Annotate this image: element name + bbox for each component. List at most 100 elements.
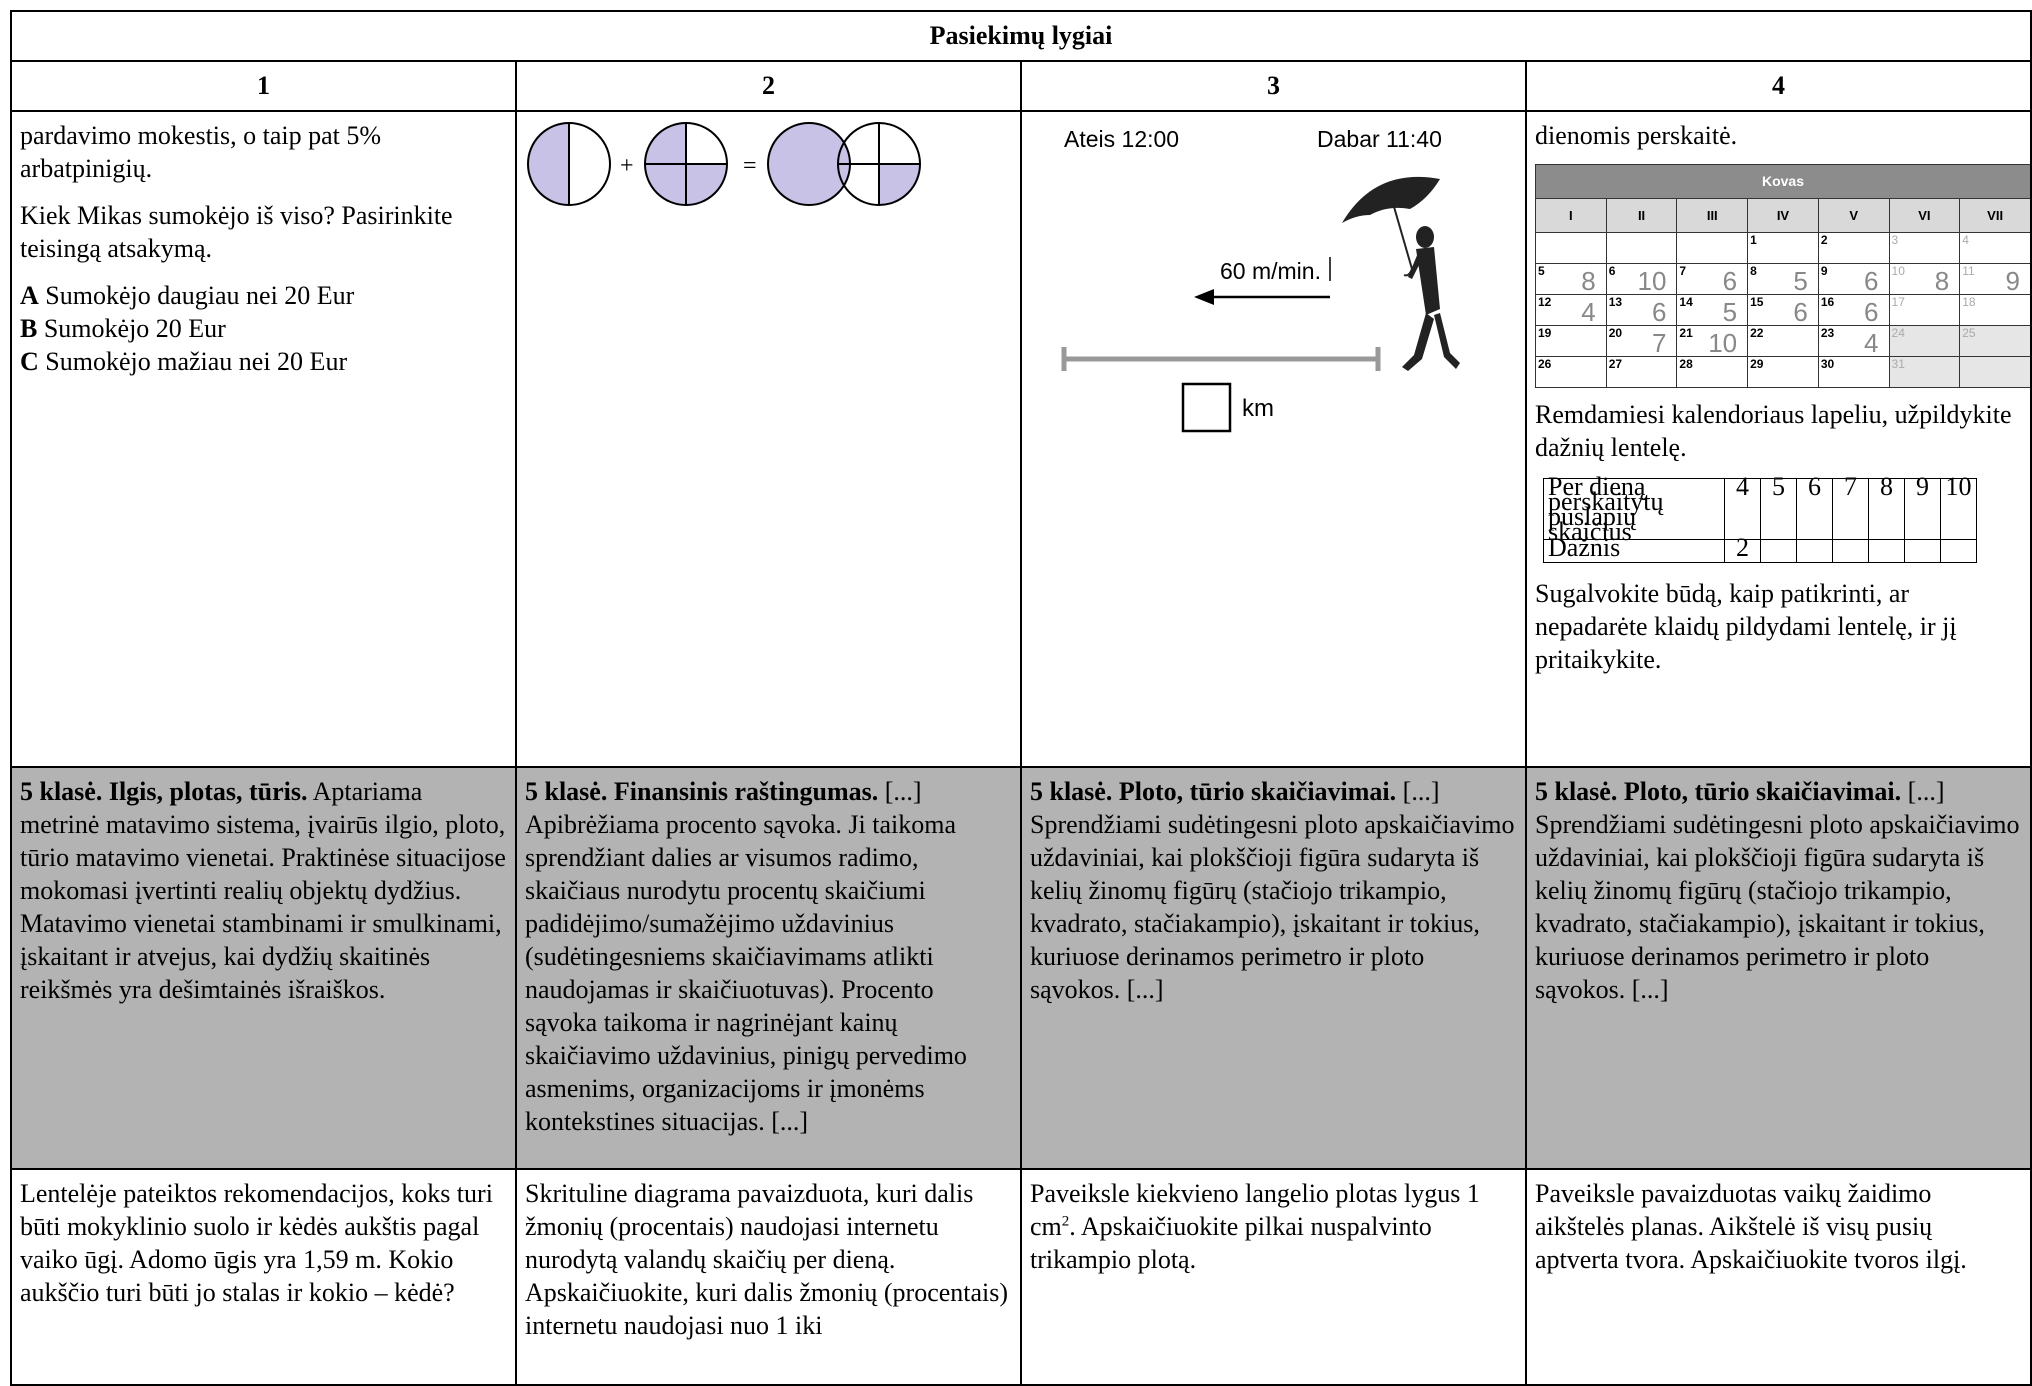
calendar-day: 28 (1676, 356, 1749, 388)
calendar-day-number: 6 (1608, 264, 1616, 278)
calendar-day (1535, 232, 1607, 264)
arrow-left-icon (1194, 289, 1214, 305)
calendar-day-number: 31 (1891, 357, 1905, 371)
pages-read: 7 (1651, 328, 1667, 358)
task4-instruction: Remdamiesi kalendoriaus lapeliu, užpildy… (1535, 400, 2012, 462)
calendar-day: 24 (1888, 325, 1961, 357)
calendar-day: 4 (1959, 232, 2031, 264)
task-cell-1: pardavimo mokestis, o taip pat 5% arbatp… (10, 110, 517, 768)
pages-read: 5 (1722, 297, 1738, 327)
task4-text: dienomis perskaitė. (1535, 121, 1738, 150)
freq-count[interactable] (1796, 539, 1833, 563)
calendar-weekday: IV (1747, 198, 1819, 233)
calendar-day: 11 9 (1959, 263, 2031, 296)
calendar-day-number: 17 (1891, 295, 1905, 309)
freq-value: 9 (1904, 474, 1941, 540)
calendar-day-number: 14 (1679, 295, 1693, 309)
calendar-day (1605, 232, 1678, 264)
calendar-day: 14 5 (1676, 294, 1749, 327)
desc-cell-4: 5 klasė. Ploto, tūrio skaičiavimai. [...… (1525, 766, 2032, 1170)
achievement-levels-table: Pasiekimų lygiai 1 2 3 4 pardavimo mokes… (10, 10, 2032, 1386)
calendar-day-number: 23 (1820, 326, 1835, 340)
freq-count[interactable] (1832, 539, 1869, 563)
calendar-day-number: 11 (1962, 264, 1975, 278)
calendar-day-number: 27 (1608, 357, 1623, 371)
calendar-day-number: 9 (1820, 264, 1828, 278)
fraction-circle-quarter (837, 122, 921, 206)
pages-read: 6 (1864, 266, 1879, 296)
calendar-day: 23 4 (1817, 325, 1890, 358)
freq-value: 4 (1724, 474, 1761, 540)
calendar-day-number: 12 (1538, 295, 1552, 309)
calendar-day-number: 4 (1962, 233, 1969, 247)
calendar-day: 26 (1535, 356, 1607, 388)
calendar-day-number: 8 (1750, 264, 1757, 278)
calendar-day-number: 26 (1538, 357, 1552, 371)
calendar-day-number: 28 (1679, 357, 1693, 371)
calendar-day: 27 (1605, 356, 1678, 388)
level-header-2: 2 (515, 60, 1022, 112)
calendar-day-number: 2 (1820, 233, 1828, 247)
calendar-day-number: 19 (1538, 326, 1552, 340)
calendar-day: 29 (1747, 356, 1819, 388)
freq-value: 10 (1940, 474, 1977, 540)
calendar-day-number: 24 (1891, 326, 1905, 340)
freq-value: 8 (1868, 474, 1905, 540)
calendar-day-number: 3 (1891, 233, 1899, 247)
calendar-day-number: 22 (1750, 326, 1764, 340)
calendar-day (1676, 232, 1749, 264)
freq-count[interactable] (1760, 539, 1797, 563)
umbrella-man-icon (1342, 176, 1460, 371)
calendar-weekday: V (1817, 198, 1890, 233)
freq-row2-label: Dažnis (1543, 535, 1725, 563)
task2-cell-1: Lentelėje pateiktos rekomendacijos, koks… (10, 1168, 517, 1386)
calendar-weekday: I (1535, 198, 1607, 233)
calendar-day: 20 7 (1605, 325, 1678, 358)
calendar-weekday: III (1676, 198, 1749, 233)
calendar-day-number: 25 (1962, 326, 1976, 340)
pages-read: 10 (1708, 328, 1738, 358)
task2-cell-2: Skrituline diagrama pavaizduota, kuri da… (515, 1168, 1022, 1386)
freq-count[interactable]: 2 (1724, 535, 1761, 563)
freq-count[interactable] (1904, 539, 1941, 563)
equals-sign: = (743, 153, 757, 179)
calendar-day: 30 (1817, 356, 1890, 388)
calendar-day: 3 (1888, 232, 1961, 264)
freq-count[interactable] (1940, 539, 1977, 563)
current-time-label: Dabar 11:40 (1317, 126, 1442, 152)
calendar-day-number: 10 (1891, 264, 1905, 278)
task4-closing: Sugalvokite būdą, kaip patikrinti, ar ne… (1535, 579, 1957, 674)
pages-read: 6 (1722, 266, 1738, 296)
calendar-day-number: 7 (1679, 264, 1687, 278)
calendar-weekday: II (1605, 198, 1678, 233)
desc-cell-3: 5 klasė. Ploto, tūrio skaičiavimai. [...… (1020, 766, 1527, 1170)
calendar-day: 22 (1747, 325, 1819, 357)
pages-read: 4 (1864, 328, 1879, 358)
calendar-weekday: VII (1959, 198, 2031, 233)
calendar-day: 10 8 (1888, 263, 1961, 296)
pages-read: 8 (1581, 266, 1596, 296)
pages-read: 8 (1934, 266, 1950, 296)
plus-sign: + (620, 153, 634, 179)
option-a: A Sumokėjo daugiau nei 20 Eur (20, 281, 355, 310)
freq-row1-label: Per dieną perskaitytų puslapių skaičius (1543, 474, 1725, 545)
calendar-day-number: 13 (1608, 295, 1623, 309)
freq-count[interactable] (1868, 539, 1905, 563)
level-header-3: 3 (1020, 60, 1527, 112)
desc-cell-1: 5 klasė. Ilgis, plotas, tūris. Aptariama… (10, 766, 517, 1170)
calendar-day-number: 20 (1608, 326, 1623, 340)
desc-cell-2: 5 klasė. Finansinis raštingumas. [...] A… (515, 766, 1022, 1170)
page: Pasiekimų lygiai 1 2 3 4 pardavimo mokes… (10, 10, 2032, 1386)
freq-value: 5 (1760, 474, 1797, 540)
speed-label: 60 m/min. (1220, 258, 1321, 284)
table-title: Pasiekimų lygiai (10, 10, 2032, 62)
pages-read: 9 (2005, 266, 2020, 296)
fraction-circle-three-quarters (644, 122, 728, 206)
